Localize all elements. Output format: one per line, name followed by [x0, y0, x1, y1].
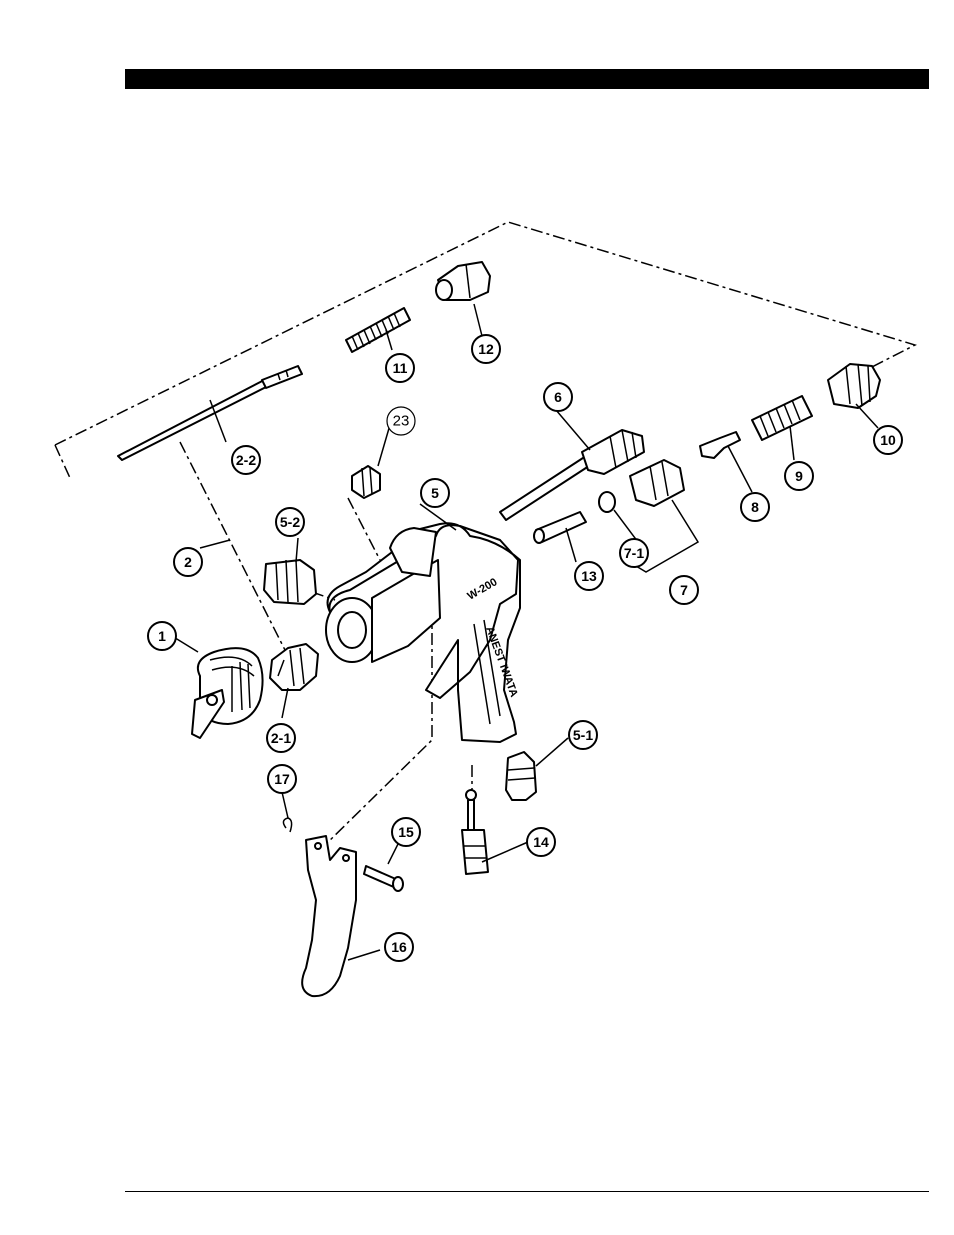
fluid-needle	[118, 366, 302, 460]
svg-text:5-2: 5-2	[280, 514, 300, 530]
spring-11	[346, 308, 410, 352]
callout-23: 23	[387, 407, 415, 435]
svg-text:13: 13	[581, 568, 597, 584]
svg-text:1: 1	[158, 628, 166, 644]
svg-text:15: 15	[398, 824, 414, 840]
part-10	[828, 364, 880, 408]
svg-text:9: 9	[795, 468, 803, 484]
part-5-2	[264, 560, 316, 604]
callout-5-2: 5-2	[276, 508, 304, 536]
callout-7-1: 7-1	[620, 539, 648, 567]
svg-text:8: 8	[751, 499, 759, 515]
callout-15: 15	[392, 818, 420, 846]
callout-11: 11	[386, 354, 414, 382]
callout-6: 6	[544, 383, 572, 411]
svg-text:2: 2	[184, 554, 192, 570]
callout-17: 17	[268, 765, 296, 793]
air-cap	[192, 648, 263, 738]
callout-16: 16	[385, 933, 413, 961]
callout-14: 14	[527, 828, 555, 856]
part-8	[700, 432, 740, 458]
gun-body: W-200 ANEST IWATA	[326, 523, 520, 742]
svg-text:5: 5	[431, 485, 439, 501]
svg-text:12: 12	[478, 341, 494, 357]
callout-2-2: 2-2	[232, 446, 260, 474]
fluid-nozzle	[270, 644, 318, 690]
model-marking: W-200	[466, 576, 500, 602]
svg-text:6: 6	[554, 389, 562, 405]
svg-text:10: 10	[880, 432, 896, 448]
trigger	[302, 836, 356, 996]
svg-text:5-1: 5-1	[573, 727, 593, 743]
callout-12: 12	[472, 335, 500, 363]
trigger-pin	[364, 866, 403, 891]
callout-2: 2	[174, 548, 202, 576]
callout-7: 7	[670, 576, 698, 604]
svg-text:16: 16	[391, 939, 407, 955]
part-13	[534, 512, 586, 543]
callout-13: 13	[575, 562, 603, 590]
svg-text:17: 17	[274, 771, 290, 787]
callout-5-1: 5-1	[569, 721, 597, 749]
svg-text:7: 7	[680, 582, 688, 598]
callout-8: 8	[741, 493, 769, 521]
svg-text:23: 23	[393, 413, 410, 430]
callout-1: 1	[148, 622, 176, 650]
svg-text:11: 11	[393, 360, 408, 376]
part-23	[352, 466, 380, 498]
svg-text:7-1: 7-1	[624, 545, 644, 561]
leader-lines	[172, 304, 878, 960]
part-12	[436, 262, 490, 300]
clip	[283, 818, 291, 832]
part-5-1	[506, 752, 536, 800]
spreader-valve	[500, 430, 644, 520]
svg-text:2-2: 2-2	[236, 452, 256, 468]
callout-2-1: 2-1	[267, 724, 295, 752]
svg-text:2-1: 2-1	[271, 730, 291, 746]
callout-10: 10	[874, 426, 902, 454]
spring-9	[752, 396, 812, 440]
callout-9: 9	[785, 462, 813, 490]
callout-5: 5	[421, 479, 449, 507]
svg-text:14: 14	[533, 834, 549, 850]
